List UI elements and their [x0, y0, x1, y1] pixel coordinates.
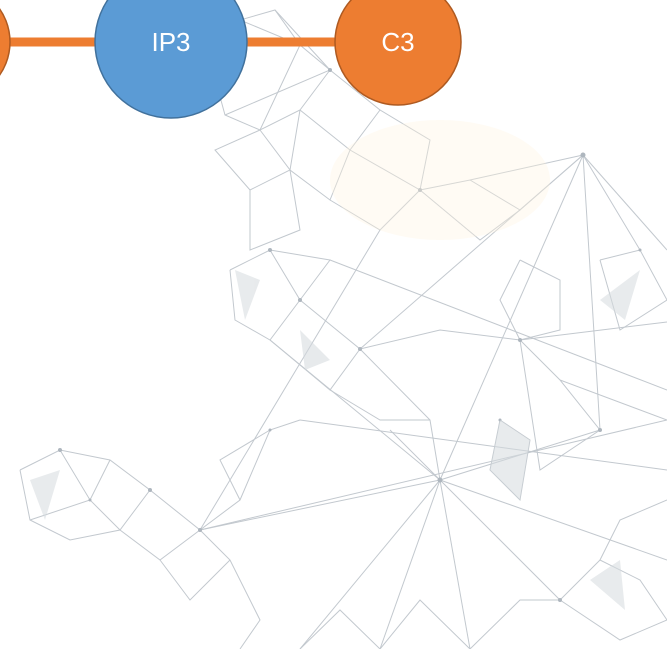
node-c3: C3	[334, 0, 462, 106]
nodes-layer: IP3 C3	[0, 0, 462, 119]
node-c3-label: C3	[381, 27, 414, 57]
node-left-partial	[0, 8, 11, 76]
node-ip3-label: IP3	[151, 27, 190, 57]
node-ip3: IP3	[94, 0, 248, 119]
